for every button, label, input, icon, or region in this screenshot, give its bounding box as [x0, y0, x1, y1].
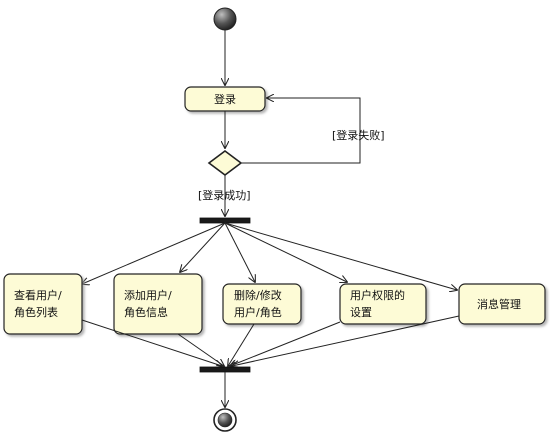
flow-fork-to-delete [224, 222, 255, 282]
flow-messages-to-join [232, 315, 460, 366]
action-add-users: 添加用户/ 角色信息 [113, 273, 203, 335]
flow-view-to-join [81, 319, 222, 366]
login-label: 登录 [214, 92, 236, 106]
flow-permissions-to-join [230, 321, 341, 366]
messages-label: 消息管理 [477, 297, 521, 311]
action-view-users: 查看用户/ 角色列表 [3, 273, 83, 335]
view-users-label-line1: 查看用户/ [14, 288, 62, 302]
delete-modify-label-line2: 用户/角色 [234, 305, 282, 319]
fork-bar [199, 217, 251, 224]
delete-modify-label-line1: 删除/修改 [234, 288, 282, 302]
add-users-label-line2: 角色信息 [124, 305, 168, 319]
flow-fork-to-view [82, 222, 226, 284]
join-bar [199, 366, 251, 373]
action-messages: 消息管理 [458, 283, 546, 325]
flow-fork-to-messages [224, 222, 457, 290]
permissions-label-line2: 设置 [350, 306, 372, 319]
flow-fork-to-add [180, 222, 226, 272]
action-login: 登录 [184, 86, 266, 112]
start-node-icon [213, 7, 237, 31]
guard-login-failed: [登录失败] [332, 128, 385, 142]
flow-fork-to-permissions [224, 222, 347, 282]
add-users-label-line1: 添加用户/ [124, 288, 172, 302]
permissions-label-line1: 用户权限的 [350, 288, 405, 302]
flow-login-failed-loop [241, 98, 361, 164]
decision-node-icon [207, 150, 243, 176]
action-delete-modify: 删除/修改 用户/角色 [222, 283, 302, 325]
guard-login-success: [登录成功] [198, 188, 251, 202]
flow-add-to-join [177, 333, 224, 366]
view-users-label-line2: 角色列表 [14, 305, 58, 319]
flow-delete-to-join [228, 323, 255, 366]
end-node-icon [213, 408, 237, 432]
action-permissions: 用户权限的 设置 [339, 283, 427, 325]
